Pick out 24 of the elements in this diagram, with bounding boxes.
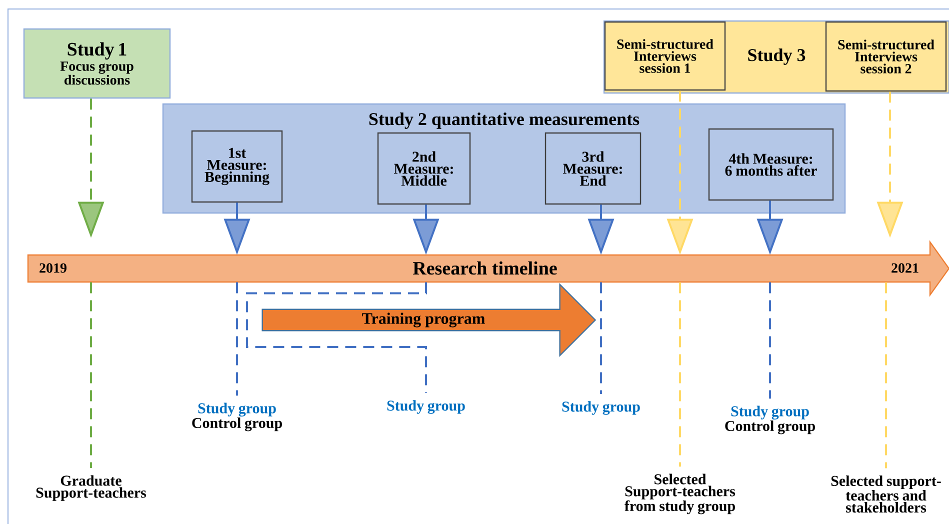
measure-box: 4th Measure: 6 months after [708, 128, 834, 201]
measure-box: 2nd Measure: Middle [377, 132, 471, 205]
study-box: Study 1 Focus group discussions [23, 28, 171, 99]
year-label: 2019 [40, 263, 66, 273]
dashed-line [600, 282, 602, 394]
measure-box: 1st Measure: Beginning [191, 130, 283, 203]
dashed-line [246, 282, 427, 393]
participant-label: Study group [562, 401, 640, 415]
participant-label: Study group [387, 400, 465, 414]
dashed-line [769, 282, 772, 399]
participant-label: Selected Support-teachers from study group [624, 474, 736, 514]
participant-label: Study group Control group [192, 402, 282, 432]
interview-box: Semi-structured Interviews session 2 [825, 21, 947, 92]
dashed-line [679, 282, 681, 467]
dashed-line [236, 282, 238, 396]
dashed-line [885, 282, 888, 468]
participant-label: Selected support-teachers and stakeholders [831, 475, 941, 513]
timeline-title: Research timeline [412, 261, 557, 275]
interview-box: Semi-structured Interviews session 1 [604, 21, 726, 91]
year-label: 2021 [892, 263, 918, 273]
measure-box: 3rd Measure: End [544, 132, 642, 205]
participant-label: Study group Control group [725, 406, 815, 434]
dashed-line [90, 282, 92, 468]
participant-label: Graduate Support-teachers [36, 475, 146, 501]
